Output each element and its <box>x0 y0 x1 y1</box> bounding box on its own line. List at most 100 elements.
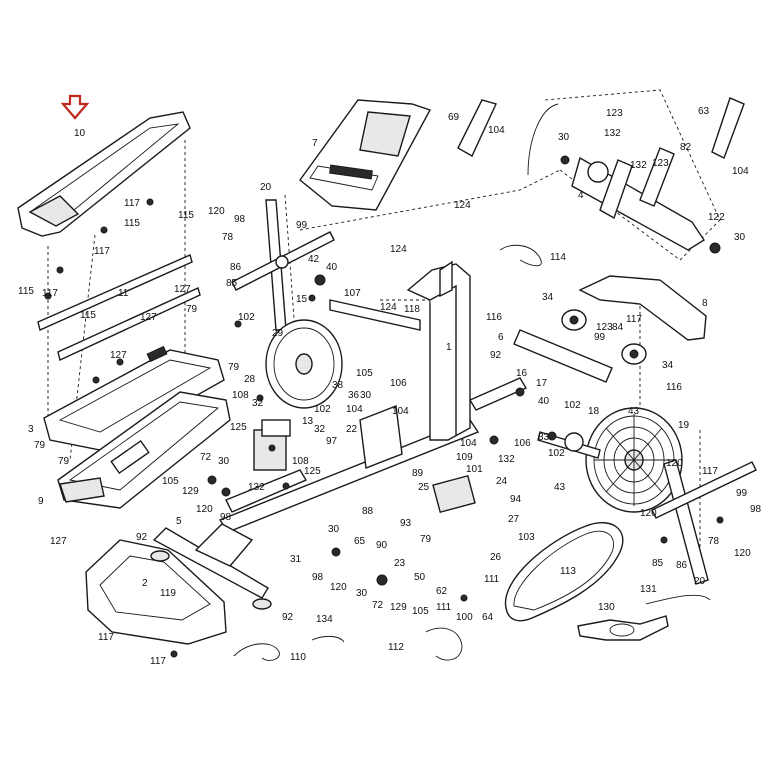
callout-116: 116 <box>486 312 502 323</box>
callout-117: 117 <box>150 656 166 667</box>
part-4-upper-handlebar <box>527 103 721 254</box>
callout-99: 99 <box>296 220 308 231</box>
callout-72: 72 <box>372 600 384 611</box>
callout-78: 78 <box>708 536 720 547</box>
callout-99: 99 <box>594 332 606 343</box>
callout-129: 129 <box>182 486 199 497</box>
callout-92: 92 <box>282 612 294 623</box>
part-11-crossbar <box>37 254 201 361</box>
part-20-arm-upper <box>231 199 335 331</box>
callout-4: 4 <box>578 190 584 201</box>
callout-94: 94 <box>510 494 522 505</box>
callout-98: 98 <box>750 504 762 515</box>
callout-65: 65 <box>354 536 366 547</box>
callout-13: 13 <box>302 416 314 427</box>
callout-117: 117 <box>98 632 114 643</box>
callout-113: 113 <box>560 566 576 577</box>
callout-1: 1 <box>446 342 452 353</box>
callout-103: 103 <box>518 532 535 543</box>
callout-106: 106 <box>514 438 531 449</box>
callout-108: 108 <box>292 456 309 467</box>
callout-130: 130 <box>598 602 615 613</box>
callout-98: 98 <box>234 214 246 225</box>
part-10-top-shroud <box>17 111 191 237</box>
callout-40: 40 <box>538 396 550 407</box>
callout-105: 105 <box>162 476 179 487</box>
part-5-stabilizer <box>150 527 272 610</box>
callout-30: 30 <box>218 456 230 467</box>
callout-32: 32 <box>252 398 264 409</box>
callout-117: 117 <box>94 246 110 257</box>
callout-98: 98 <box>312 572 324 583</box>
callout-123: 123 <box>596 322 613 333</box>
callout-104: 104 <box>392 406 409 417</box>
callout-31: 31 <box>290 554 302 565</box>
part-13-motor <box>253 419 291 471</box>
callout-134: 134 <box>316 614 333 625</box>
callout-127: 127 <box>50 536 67 547</box>
callout-118: 118 <box>404 304 420 315</box>
callout-79: 79 <box>34 440 46 451</box>
callout-90: 90 <box>376 540 388 551</box>
callout-25: 25 <box>418 482 430 493</box>
callout-9: 9 <box>38 496 44 507</box>
callout-104: 104 <box>488 125 505 136</box>
callout-43: 43 <box>628 406 640 417</box>
part-7-display-console <box>299 99 432 211</box>
callout-110: 110 <box>290 652 306 663</box>
callout-92: 92 <box>136 532 148 543</box>
callout-43: 43 <box>554 482 566 493</box>
callout-117: 117 <box>124 198 140 209</box>
callout-117: 117 <box>42 288 58 299</box>
callout-40: 40 <box>326 262 338 273</box>
part-113-drive-belt <box>504 522 624 622</box>
callout-115: 115 <box>178 210 194 221</box>
callout-127: 127 <box>174 284 191 295</box>
callout-86: 86 <box>676 560 688 571</box>
part-6-rear-crossbar <box>513 309 647 383</box>
part-130-strap <box>577 594 711 641</box>
callout-18: 18 <box>588 406 600 417</box>
callout-20: 20 <box>694 576 706 587</box>
callout-69: 69 <box>448 112 460 123</box>
callout-97: 97 <box>326 436 338 447</box>
callout-88: 88 <box>362 506 374 517</box>
callout-106: 106 <box>390 378 407 389</box>
callout-72: 72 <box>200 452 212 463</box>
callout-129: 129 <box>390 602 407 613</box>
callout-105: 105 <box>356 368 373 379</box>
callout-38: 38 <box>332 380 344 391</box>
callout-107: 107 <box>344 288 361 299</box>
callout-83: 83 <box>538 432 550 443</box>
callout-84: 84 <box>612 322 624 333</box>
callout-123: 123 <box>652 158 669 169</box>
callout-98: 98 <box>220 512 232 523</box>
callout-30: 30 <box>558 132 570 143</box>
callout-104: 104 <box>732 166 749 177</box>
callout-26: 26 <box>490 552 502 563</box>
callout-16: 16 <box>516 368 528 379</box>
cord-parts <box>233 244 542 661</box>
callout-111: 111 <box>484 574 500 585</box>
callout-102: 102 <box>564 400 581 411</box>
callout-102: 102 <box>314 404 331 415</box>
callout-27: 27 <box>508 514 520 525</box>
callout-100: 100 <box>456 612 473 623</box>
callout-104: 104 <box>346 404 363 415</box>
part-20-arm-lower <box>651 459 757 585</box>
callout-116: 116 <box>666 382 682 393</box>
callout-105: 105 <box>412 606 429 617</box>
callout-15: 15 <box>296 294 308 305</box>
callout-6: 6 <box>498 332 504 343</box>
callout-78: 78 <box>222 232 234 243</box>
callout-112: 112 <box>388 642 404 653</box>
callout-102: 102 <box>548 448 565 459</box>
callout-125: 125 <box>304 466 321 477</box>
callout-99: 99 <box>736 488 748 499</box>
callout-42: 42 <box>308 254 320 265</box>
part-19-fan-wheel <box>585 407 683 513</box>
callout-104: 104 <box>460 438 477 449</box>
callout-79: 79 <box>228 362 240 373</box>
callout-34: 34 <box>662 360 674 371</box>
